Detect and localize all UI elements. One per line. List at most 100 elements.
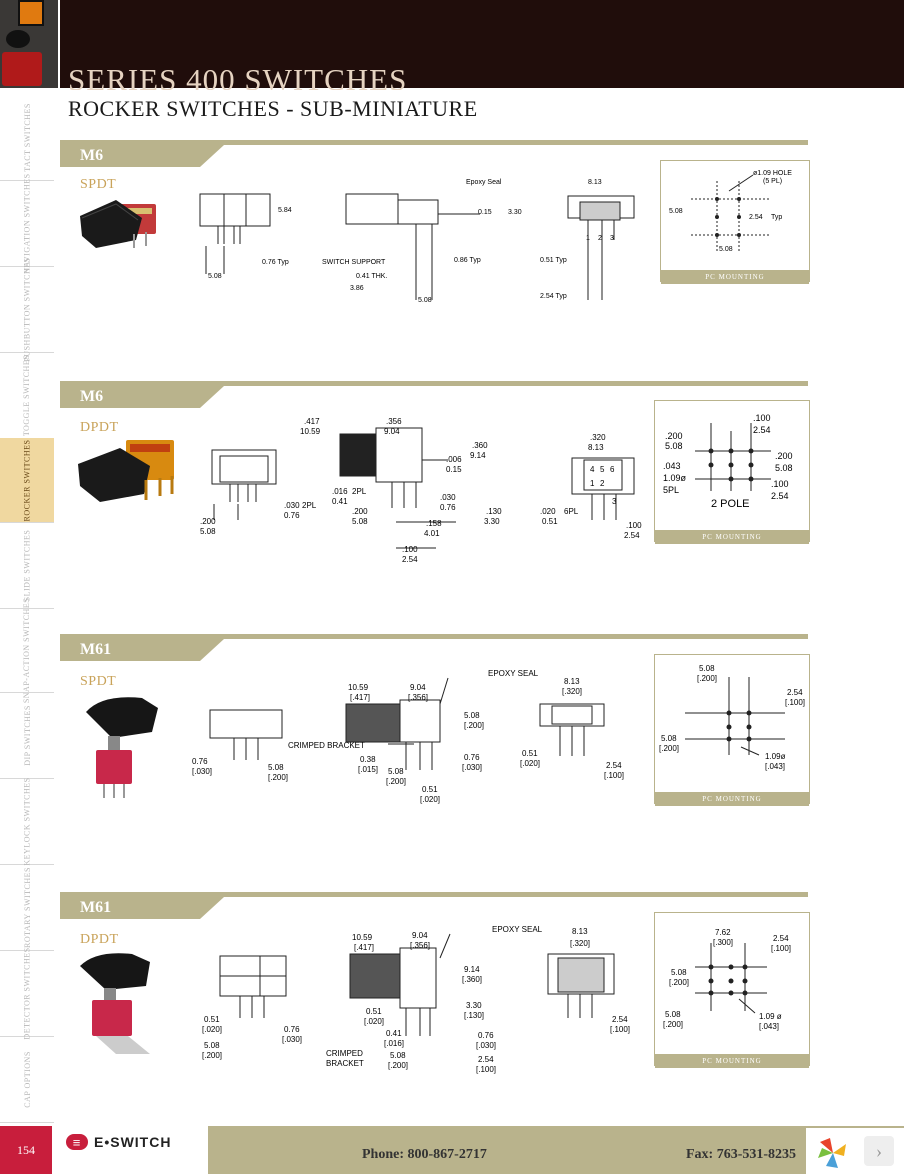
svg-text:0.51: 0.51	[366, 1007, 382, 1016]
svg-text:[.020]: [.020]	[202, 1025, 222, 1034]
svg-text:.130: .130	[486, 507, 502, 516]
section-type: DPDT	[80, 932, 119, 947]
svg-text:0.76: 0.76	[464, 753, 480, 762]
phone-number: Phone: 800-867-2717	[362, 1147, 487, 1162]
dim-label: Epoxy Seal	[466, 179, 502, 186]
sidebar-item-slide[interactable]: SLIDE SWITCHES	[0, 522, 54, 609]
svg-text:[.356]: [.356]	[408, 693, 428, 702]
svg-text:[.100]: [.100]	[771, 944, 791, 953]
svg-text:9.14: 9.14	[470, 451, 486, 460]
pc-mounting-box: 7.62 [.300] 2.54 [.100] 5.08 [.200] 5.08…	[654, 912, 810, 1068]
svg-text:2.54: 2.54	[478, 1055, 494, 1064]
section-type: SPDT	[80, 177, 117, 192]
svg-text:[.043]: [.043]	[765, 762, 785, 771]
svg-text:5.08: 5.08	[388, 767, 404, 776]
svg-text:[.200]: [.200]	[697, 674, 717, 683]
svg-text:5.08: 5.08	[268, 763, 284, 772]
svg-text:0.76: 0.76	[440, 503, 456, 512]
sidebar-item-pushbutton[interactable]: PUSHBUTTON SWITCHES	[0, 257, 54, 361]
svg-text:.100: .100	[402, 545, 418, 554]
svg-text:.100: .100	[771, 479, 789, 489]
pc-mounting-label: PC MOUNTING	[661, 270, 809, 284]
svg-text:[.043]: [.043]	[759, 1022, 779, 1031]
svg-text:4.01: 4.01	[424, 529, 440, 538]
svg-text:3.30: 3.30	[484, 517, 500, 526]
svg-text:BRACKET: BRACKET	[326, 1059, 364, 1068]
svg-text:8.13: 8.13	[564, 677, 580, 686]
sidebar-item-snap-action[interactable]: SNAP-ACTION SWITCHES	[0, 597, 54, 703]
svg-text:[.020]: [.020]	[420, 795, 440, 804]
svg-text:0.41: 0.41	[332, 497, 348, 506]
svg-text:.043: .043	[663, 461, 681, 471]
svg-text:[.100]: [.100]	[476, 1065, 496, 1074]
product-thumbnail	[0, 0, 58, 88]
sidebar-item-cap-options[interactable]: CAP OPTIONS	[0, 1036, 54, 1123]
svg-text:2.54: 2.54	[624, 531, 640, 540]
svg-text:5.08: 5.08	[775, 463, 793, 473]
svg-text:5.08: 5.08	[464, 711, 480, 720]
svg-text:2.54: 2.54	[753, 425, 771, 435]
svg-text:4: 4	[590, 465, 595, 474]
svg-text:2.54: 2.54	[612, 1015, 628, 1024]
svg-text:8.13: 8.13	[572, 927, 588, 936]
sidebar-item-dip[interactable]: DIP SWITCHES	[0, 692, 54, 779]
svg-text:3: 3	[612, 497, 617, 506]
svg-text:.158: .158	[426, 519, 442, 528]
svg-text:0.38: 0.38	[360, 755, 376, 764]
svg-text:[.030]: [.030]	[462, 763, 482, 772]
svg-text:7.62: 7.62	[715, 928, 731, 937]
dim-label: 0.15	[478, 209, 492, 216]
next-page-button[interactable]: ›	[864, 1136, 894, 1166]
svg-text:[.015]: [.015]	[358, 765, 378, 774]
header-bar	[60, 0, 904, 88]
sidebar-item-keylock[interactable]: KEYLOCK SWITCHES	[0, 777, 54, 865]
svg-text:[.020]: [.020]	[364, 1017, 384, 1026]
svg-text:0.51: 0.51	[522, 749, 538, 758]
svg-text:CRIMPED BRACKET: CRIMPED BRACKET	[288, 741, 365, 750]
sidebar-item-rotary[interactable]: ROTARY SWITCHES	[0, 864, 54, 951]
pc-mounting-label: PC MOUNTING	[655, 792, 809, 806]
dimension-drawing: 5.84 5.08 0.76 Typ Epoxy Seal 0.15 3.30 …	[199, 179, 635, 304]
dim-label: 5.84	[278, 207, 292, 214]
pin-label: 3	[610, 235, 614, 242]
svg-text:0.41: 0.41	[386, 1029, 402, 1038]
svg-text:ø1.09 HOLE: ø1.09 HOLE	[753, 170, 792, 177]
svg-text:.200: .200	[200, 517, 216, 526]
svg-text:5.08: 5.08	[390, 1051, 406, 1060]
section-model: M6	[60, 386, 224, 408]
pc-mounting-diagram: ø1.09 HOLE (5 PL) 5.08 2.54 Typ 5.08	[669, 170, 792, 253]
svg-text:.006: .006	[446, 455, 462, 464]
svg-text:[.016]: [.016]	[384, 1039, 404, 1048]
svg-text:0.76: 0.76	[284, 511, 300, 520]
svg-text:5: 5	[600, 465, 605, 474]
pc-mounting-diagram: .200 5.08 .100 2.54 .200 5.08 .043 1.09ø…	[663, 413, 793, 510]
section-type: DPDT	[80, 420, 119, 435]
svg-text:.417: .417	[304, 417, 320, 426]
page-subtitle: ROCKER SWITCHES - SUB-MINIATURE	[68, 96, 478, 121]
svg-text:.320: .320	[590, 433, 606, 442]
switch-photo	[78, 440, 174, 502]
pinwheel-logo-icon	[818, 1138, 846, 1168]
svg-text:[.200]: [.200]	[388, 1061, 408, 1070]
svg-text:0.51: 0.51	[204, 1015, 220, 1024]
dim-label: 0.41 THK.	[356, 273, 387, 280]
svg-text:.356: .356	[386, 417, 402, 426]
dim-label: 2.54 Typ	[540, 293, 567, 300]
sidebar-item-detector[interactable]: DETECTOR SWITCHES	[0, 947, 54, 1039]
dimension-drawing: 0.76 [.030] 5.08 [.200] 10.59 [.417] 9.0…	[192, 669, 624, 804]
svg-text:[.200]: [.200]	[669, 978, 689, 987]
brand-name: E•SWITCH	[94, 1134, 172, 1150]
svg-text:[.320]: [.320]	[570, 939, 590, 948]
pc-mounting-diagram: 7.62 [.300] 2.54 [.100] 5.08 [.200] 5.08…	[663, 928, 791, 1031]
sidebar-item-navigation[interactable]: NAVIGATION SWITCHES	[0, 173, 54, 273]
dim-label: 0.51 Typ	[540, 257, 567, 264]
svg-text:.100: .100	[753, 413, 771, 423]
svg-text:[.030]: [.030]	[282, 1035, 302, 1044]
svg-text:[.200]: [.200]	[659, 744, 679, 753]
footer-bar	[208, 1126, 904, 1174]
sidebar-item-tact[interactable]: TACT SWITCHES	[0, 94, 54, 181]
sidebar-item-toggle[interactable]: TOGGLE SWITCHES	[0, 352, 54, 439]
svg-text:.100: .100	[626, 521, 642, 530]
sidebar-item-rocker[interactable]: ROCKER SWITCHES	[0, 438, 54, 523]
dim-label: 0.86 Typ	[454, 257, 481, 264]
